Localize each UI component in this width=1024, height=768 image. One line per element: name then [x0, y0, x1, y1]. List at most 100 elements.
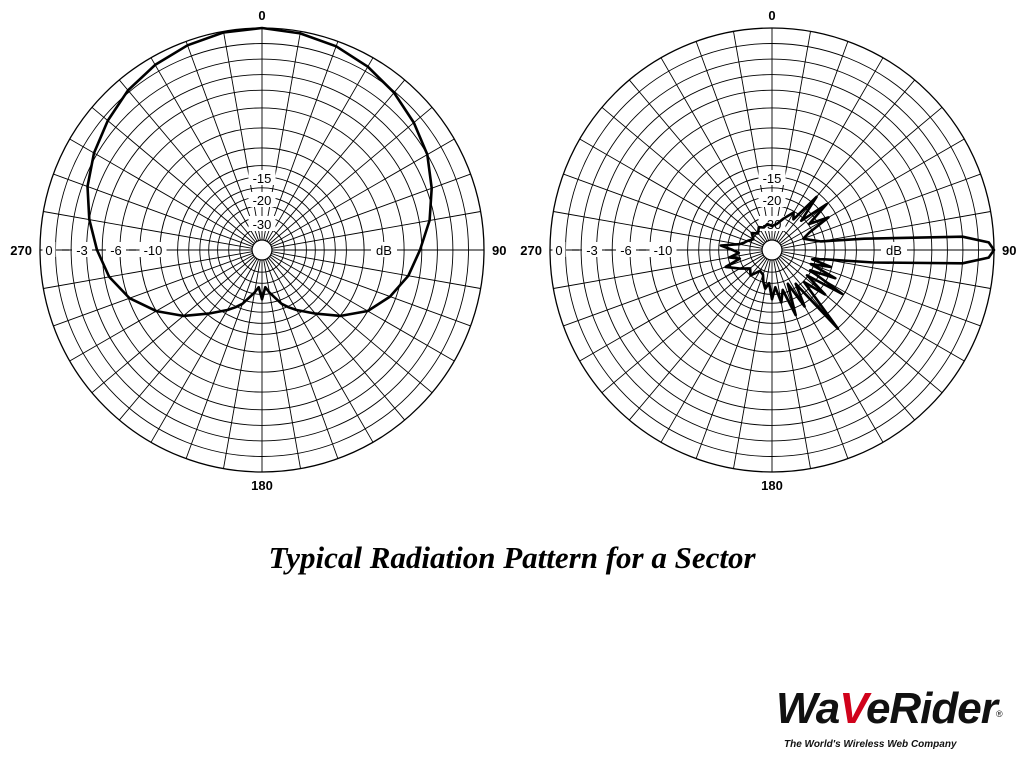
grid-spoke [660, 258, 768, 443]
grid-spoke [269, 106, 433, 244]
tick-label-bg [139, 242, 167, 257]
grid-spoke [270, 254, 455, 362]
grid-spoke [781, 211, 991, 249]
grid-spoke [778, 79, 916, 243]
angle-label-180: 180 [761, 478, 783, 493]
grid-spoke [185, 41, 260, 241]
grid-spoke [270, 138, 455, 246]
grid-spoke [628, 79, 766, 243]
grid-spoke [43, 211, 253, 249]
grid-spoke [779, 106, 943, 244]
grid-spoke [271, 211, 481, 249]
grid-spoke [776, 57, 884, 242]
radial-tick-label: -3 [586, 243, 598, 258]
waverider-logo: WaVeRider ® The World's Wireless Web Com… [770, 684, 1010, 756]
grid-spoke [773, 259, 811, 469]
tick-label-bg [616, 242, 636, 257]
grid-spoke [660, 57, 768, 242]
radial-tick-label: -10 [654, 243, 673, 258]
logo-wordmark: WaVeRider [776, 684, 998, 733]
unit-label: dB [886, 243, 902, 258]
center-circle [251, 239, 273, 261]
center-circle [761, 239, 783, 261]
angle-label-270: 270 [520, 243, 542, 258]
radial-tick-label: -6 [110, 243, 122, 258]
radial-tick-label: -20 [253, 193, 272, 208]
unit-label: dB [376, 243, 392, 258]
angle-label-90: 90 [1002, 243, 1016, 258]
figure-caption: Typical Radiation Pattern for a Sector [268, 540, 756, 575]
radial-tick-label: -10 [144, 243, 163, 258]
grid-spoke [271, 173, 471, 248]
grid-spoke [53, 252, 253, 327]
tick-label-bg [248, 216, 276, 231]
grid-spoke [69, 254, 254, 362]
grid-spoke [91, 256, 255, 394]
radial-tick-label: -30 [763, 217, 782, 232]
angle-label-0: 0 [768, 8, 775, 23]
grid-spoke [271, 251, 481, 289]
grid-spoke [695, 41, 770, 241]
radial-tick-label: -15 [253, 171, 272, 186]
radiation-pattern-trace [86, 26, 433, 318]
tick-label-bg [248, 192, 276, 207]
grid-spoke [91, 106, 255, 244]
grid-spoke [781, 251, 991, 289]
unit-label-bg [881, 242, 907, 257]
radial-tick-label: -3 [76, 243, 88, 258]
grid-spoke [695, 259, 770, 459]
grid-spoke [185, 259, 260, 459]
angle-label-270: 270 [10, 243, 32, 258]
grid-spoke [53, 173, 253, 248]
grid-spoke [776, 258, 884, 443]
angle-label-0: 0 [258, 8, 265, 23]
tick-label-bg [649, 242, 677, 257]
grid-spoke [780, 138, 965, 246]
grid-spoke [774, 259, 849, 459]
tick-label-bg [106, 242, 126, 257]
tick-label-bg [72, 242, 92, 257]
grid-spoke [553, 251, 763, 289]
grid-spoke [563, 173, 763, 248]
radial-tick-label: -15 [763, 171, 782, 186]
grid-spoke [266, 57, 374, 242]
radial-tick-label: 0 [45, 243, 52, 258]
grid-spoke [264, 259, 339, 459]
grid-spoke [69, 138, 254, 246]
grid-spoke [781, 173, 981, 248]
grid-spoke [118, 257, 256, 421]
radial-tick-label: -20 [763, 193, 782, 208]
grid-spoke [223, 31, 261, 241]
grid-spoke [779, 256, 943, 394]
grid-spoke [150, 258, 258, 443]
grid-spoke [263, 31, 301, 241]
tick-label-bg [758, 192, 786, 207]
registered-mark: ® [996, 709, 1003, 719]
grid-spoke [118, 79, 256, 243]
grid-spoke [778, 257, 916, 421]
grid-spoke [268, 257, 406, 421]
grid-spoke [601, 256, 765, 394]
grid-spoke [733, 31, 771, 241]
grid-spoke [266, 258, 374, 443]
radiation-pattern-trace [719, 195, 996, 330]
grid-spoke [268, 79, 406, 243]
grid-spoke [264, 41, 339, 241]
grid-spoke [269, 256, 433, 394]
radial-tick-label: -30 [253, 217, 272, 232]
grid-spoke [774, 41, 849, 241]
tick-label-bg [42, 242, 56, 257]
grid-spoke [271, 252, 471, 327]
grid-spoke [579, 254, 764, 362]
tick-label-bg [248, 170, 276, 185]
tick-label-bg [552, 242, 566, 257]
grid-spoke [733, 259, 771, 469]
grid-spoke [553, 211, 763, 249]
radial-tick-label: 0 [555, 243, 562, 258]
grid-spoke [43, 251, 253, 289]
grid-spoke [601, 106, 765, 244]
grid-spoke [628, 257, 766, 421]
